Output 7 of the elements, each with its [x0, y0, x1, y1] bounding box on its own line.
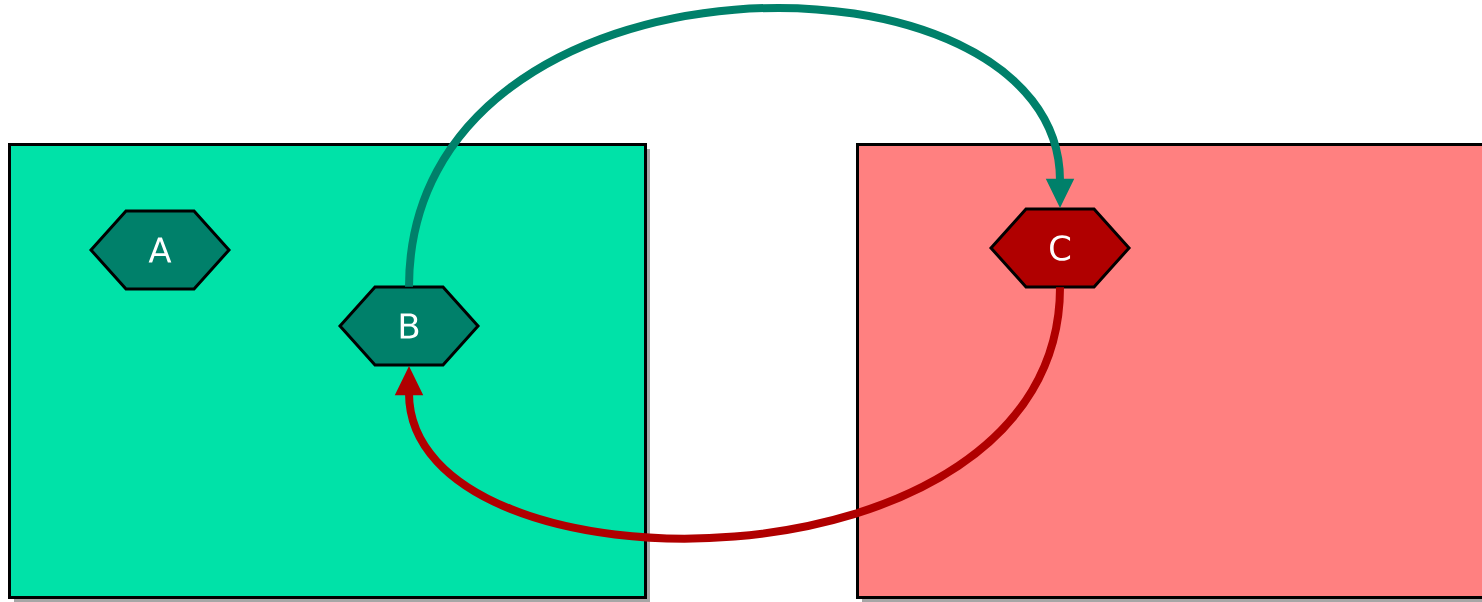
arrow	[394, 286, 1064, 542]
panel	[8, 143, 650, 602]
hexagon-node: C	[989, 207, 1132, 289]
hexagon-node: B	[338, 285, 481, 367]
hexagon-node: A	[89, 209, 231, 291]
arrow	[405, 5, 1075, 288]
panel	[856, 143, 1482, 602]
